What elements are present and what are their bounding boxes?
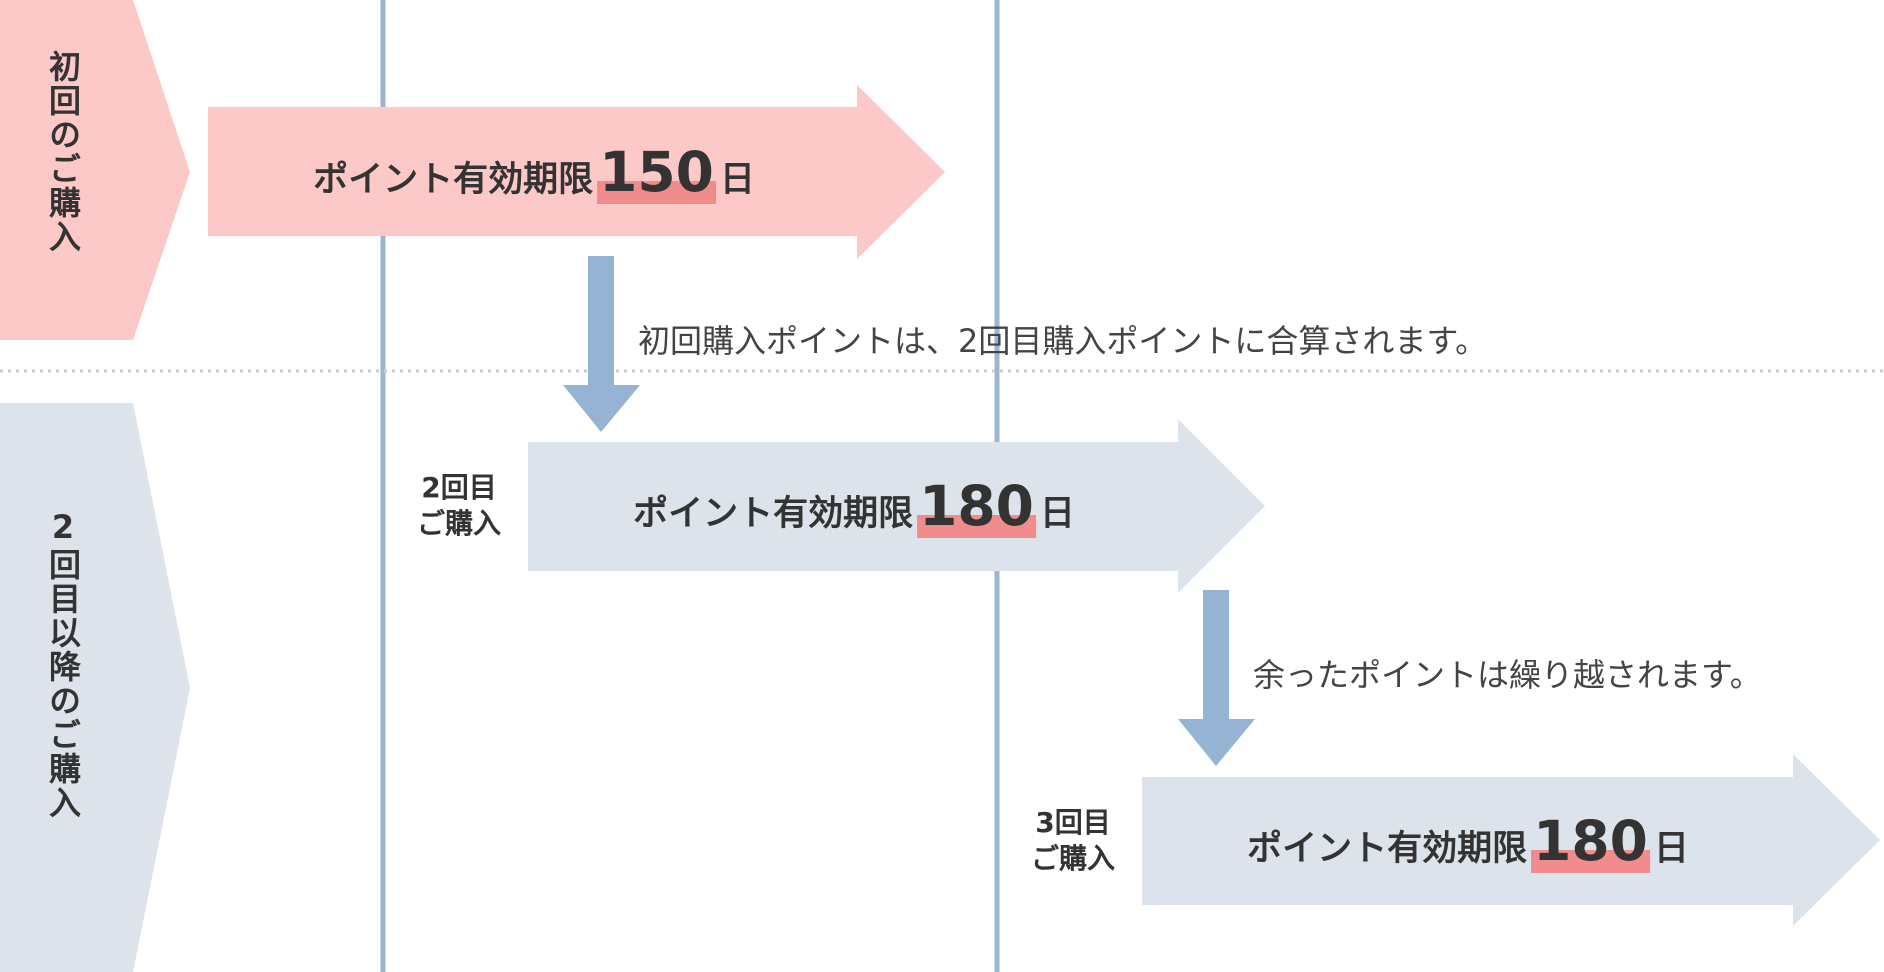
validity-days: 180 bbox=[917, 474, 1036, 538]
combined-points-note: 初回購入ポイントは、2回目購入ポイントに合算されます。 bbox=[638, 322, 1488, 360]
later-purchase-chevron bbox=[0, 403, 190, 972]
validity-days: 150 bbox=[597, 140, 716, 204]
purchase-word: ご購入 bbox=[1030, 842, 1116, 875]
validity-arrow-3 bbox=[1142, 754, 1880, 926]
first-purchase-chevron bbox=[0, 0, 190, 340]
validity-suffix: 日 bbox=[1039, 494, 1075, 534]
validity-text-1: ポイント有効期限 150 日 bbox=[313, 140, 755, 204]
third-purchase-label: 3回目 ご購入 bbox=[1031, 805, 1115, 877]
validity-text-2: ポイント有効期限 180 日 bbox=[633, 474, 1075, 538]
second-purchase-label: 2回目 ご購入 bbox=[417, 470, 501, 542]
down-arrow-2 bbox=[1178, 590, 1255, 766]
validity-arrow-1 bbox=[208, 85, 945, 259]
purchase-count: 2回目 bbox=[421, 471, 497, 504]
validity-suffix: 日 bbox=[1653, 829, 1689, 869]
validity-prefix: ポイント有効期限 bbox=[313, 160, 594, 200]
purchase-count: 3回目 bbox=[1035, 806, 1111, 839]
down-arrow-1 bbox=[563, 256, 640, 432]
validity-suffix: 日 bbox=[719, 160, 755, 200]
first-purchase-label: 初回のご購入 bbox=[44, 50, 82, 254]
validity-prefix: ポイント有効期限 bbox=[1247, 829, 1528, 869]
validity-arrow-2 bbox=[528, 419, 1265, 593]
carryover-points-note: 余ったポイントは繰り越されます。 bbox=[1253, 656, 1762, 694]
validity-prefix: ポイント有効期限 bbox=[633, 494, 914, 534]
validity-text-3: ポイント有効期限 180 日 bbox=[1247, 809, 1689, 873]
purchase-word: ご購入 bbox=[416, 507, 502, 540]
later-purchase-label: 2回目以降のご購入 bbox=[44, 508, 82, 820]
validity-days: 180 bbox=[1531, 809, 1650, 873]
